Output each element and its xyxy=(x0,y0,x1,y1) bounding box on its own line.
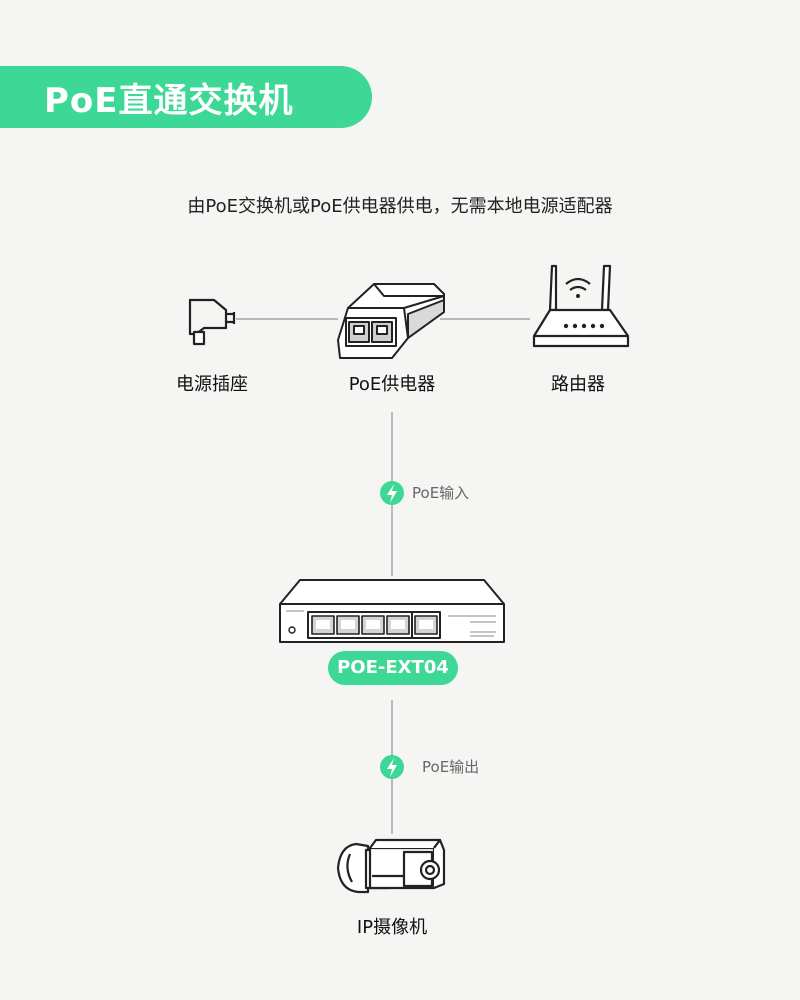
output-flow-badge xyxy=(380,755,404,779)
label-power-socket: 电源插座 xyxy=(176,374,248,395)
label-ip-camera: IP摄像机 xyxy=(356,917,428,938)
label-router: 路由器 xyxy=(551,374,605,395)
connection-lines xyxy=(236,318,530,834)
switch-model-badge: POE-EXT04 xyxy=(328,651,458,685)
title-banner: PoE直通交换机 xyxy=(0,66,372,128)
input-flow-badge xyxy=(380,481,404,505)
poe-injector-icon xyxy=(337,283,445,359)
label-poe-injector: PoE供电器 xyxy=(348,374,436,395)
ip-camera-icon xyxy=(336,838,446,894)
subtitle: 由PoE交换机或PoE供电器供电，无需本地电源适配器 xyxy=(187,196,613,217)
power-socket-icon xyxy=(188,298,236,346)
page-title: PoE直通交换机 xyxy=(44,80,294,121)
switch-icon xyxy=(279,579,505,643)
label-poe-output: PoE输出 xyxy=(422,758,480,776)
label-poe-input: PoE输入 xyxy=(412,484,470,502)
router-icon xyxy=(532,264,630,348)
